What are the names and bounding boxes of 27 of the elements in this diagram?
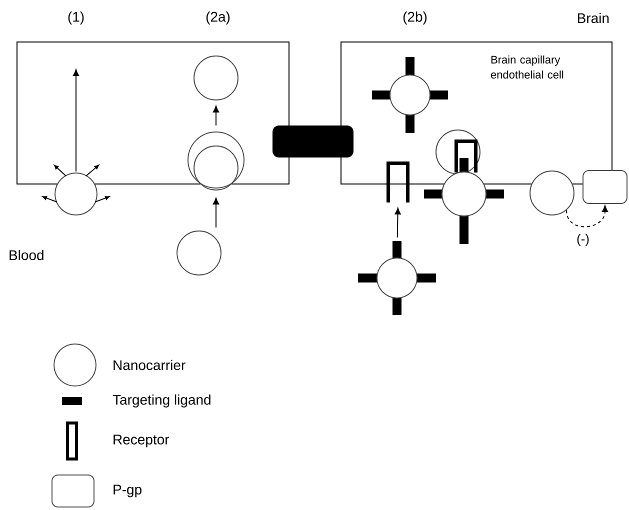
panel-label: (2b) (403, 11, 427, 25)
receptor (386, 162, 410, 202)
panel-label: Blood (10, 250, 44, 260)
receptor (454, 140, 478, 172)
tight-junction (272, 126, 354, 158)
arrow (72, 69, 80, 172)
nanocarrier-with-ligands (358, 241, 436, 315)
arrow (212, 198, 220, 228)
legend-label: P-gp (114, 484, 142, 498)
legend-label: Receptor (114, 434, 170, 448)
arrow (394, 208, 401, 238)
panel-label: Brain (578, 12, 609, 24)
p-gp-box (582, 170, 628, 204)
nanocarrier (194, 56, 238, 100)
nanocarrier (530, 170, 574, 216)
nanocarrier (176, 230, 222, 276)
nanocarrier (194, 146, 238, 190)
edge-label: (-) (577, 234, 589, 246)
nanocarrier-with-ligands (372, 57, 448, 133)
legend-label: Nanocarrier (114, 360, 186, 370)
legend-label: Targeting ligand (112, 394, 210, 408)
nanocarrier-with-ligands (424, 158, 504, 244)
arrow (566, 205, 608, 228)
panel-label: (2a) (206, 11, 230, 25)
nanocarrier (54, 172, 98, 216)
panel-label: (1) (68, 11, 84, 25)
arrow (212, 106, 220, 126)
